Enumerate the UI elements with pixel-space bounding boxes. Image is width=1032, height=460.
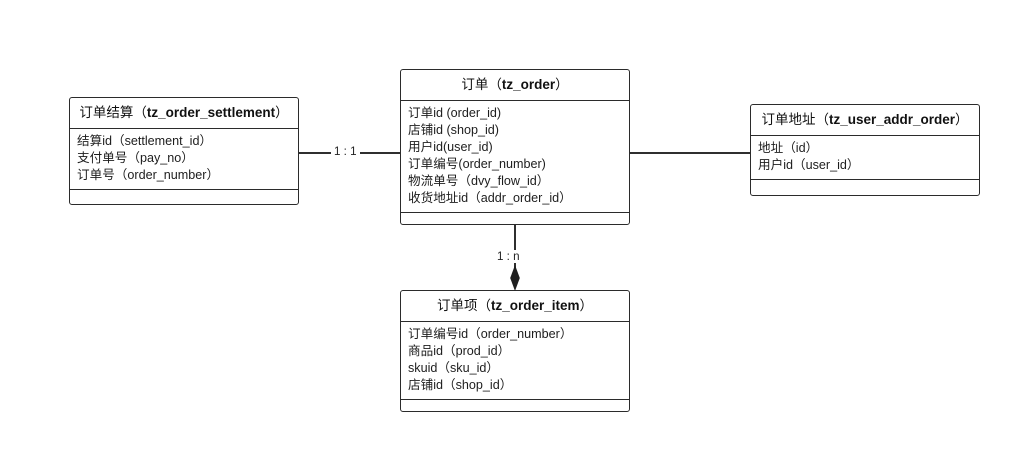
attribute-row: 店铺id (shop_id)	[408, 122, 499, 137]
entity-header-tz-order-item: 订单项（tz_order_item）	[401, 291, 629, 322]
entity-footer-tz-order-item	[401, 400, 629, 426]
entity-tz-order-settlement[interactable]: 订单结算（tz_order_settlement） 结算id（settlemen…	[69, 97, 299, 205]
connector-order-address	[630, 152, 750, 154]
attribute-row: 用户id（user_id）	[758, 157, 860, 172]
attribute-row: 结算id（settlement_id）	[77, 133, 213, 148]
entity-tz-user-addr-order[interactable]: 订单地址（tz_user_addr_order） 地址（id） 用户id（use…	[750, 104, 980, 196]
entity-attributes-tz-order-item: 订单编号id（order_number） 商品id（prod_id） skuid…	[401, 322, 629, 400]
relationship-label-settlement-order: 1 : 1	[331, 145, 360, 158]
entity-header-tz-order-settlement: 订单结算（tz_order_settlement）	[70, 98, 298, 129]
entity-footer-tz-user-addr-order	[751, 180, 979, 206]
attribute-row: 地址（id）	[758, 140, 819, 155]
attribute-row: skuid（sku_id）	[408, 360, 499, 375]
entity-attributes-tz-order-settlement: 结算id（settlement_id） 支付单号（pay_no） 订单号（ord…	[70, 129, 298, 190]
entity-attributes-tz-order: 订单id (order_id) 店铺id (shop_id) 用户id(user…	[401, 101, 629, 213]
attribute-row: 订单编号(order_number)	[408, 156, 546, 171]
attribute-row: 物流单号（dvy_flow_id）	[408, 173, 550, 188]
entity-header-tz-order: 订单（tz_order）	[401, 70, 629, 101]
attribute-row: 收货地址id（addr_order_id）	[408, 190, 572, 205]
entity-tz-order[interactable]: 订单（tz_order） 订单id (order_id) 店铺id (shop_…	[400, 69, 630, 225]
attribute-row: 订单id (order_id)	[408, 105, 502, 120]
attribute-row: 支付单号（pay_no）	[77, 150, 194, 165]
diamond-arrowhead-icon	[510, 265, 520, 291]
entity-footer-tz-order	[401, 213, 629, 239]
entity-attributes-tz-user-addr-order: 地址（id） 用户id（user_id）	[751, 136, 979, 180]
attribute-row: 商品id（prod_id）	[408, 343, 511, 358]
attribute-row: 用户id(user_id)	[408, 139, 493, 154]
attribute-row: 店铺id（shop_id）	[408, 377, 513, 392]
entity-header-tz-user-addr-order: 订单地址（tz_user_addr_order）	[751, 105, 979, 136]
attribute-row: 订单号（order_number）	[77, 167, 220, 182]
entity-footer-tz-order-settlement	[70, 190, 298, 216]
entity-tz-order-item[interactable]: 订单项（tz_order_item） 订单编号id（order_number） …	[400, 290, 630, 412]
connector-order-item	[514, 224, 516, 272]
attribute-row: 订单编号id（order_number）	[408, 326, 573, 341]
relationship-label-order-item: 1 : n	[494, 250, 523, 263]
